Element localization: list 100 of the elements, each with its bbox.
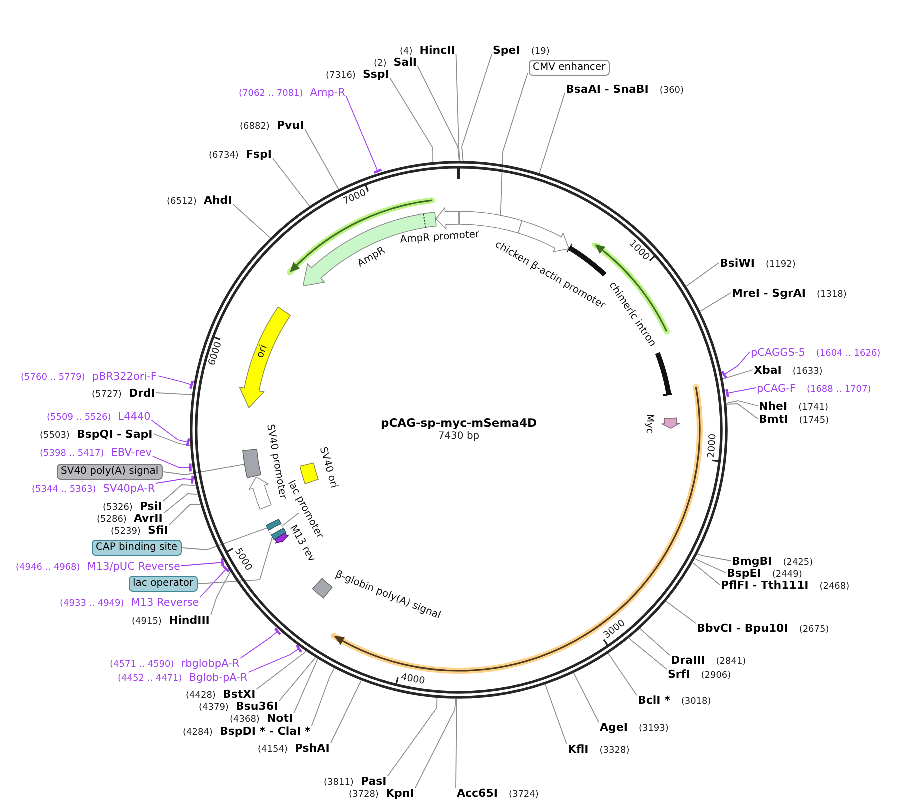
leader-line: [726, 400, 758, 406]
restriction-site-label: (4379) Bsu36I: [199, 698, 278, 714]
restriction-site-label: Acc65I (3724): [457, 786, 539, 800]
leader-line: [726, 388, 756, 399]
leader-line: [330, 680, 362, 744]
restriction-site-label: (3811) PasI: [324, 774, 387, 788]
primer-label: pCAGGS-5 (1604 .. 1626): [751, 344, 881, 360]
leader-line: [694, 558, 726, 574]
leader-line: [304, 129, 340, 190]
leader-line: [162, 484, 196, 502]
restriction-site-label: (5503) BspQI - SapI: [40, 426, 153, 442]
leader-line: [387, 698, 438, 777]
leader-line: [256, 651, 307, 690]
leader-line: [156, 392, 193, 396]
leader-line: [573, 672, 600, 723]
leader-line: [156, 474, 194, 486]
restriction-site-label: AgeI (3193): [600, 720, 669, 734]
leader-line: [418, 66, 460, 162]
leader-line: [248, 644, 303, 673]
restriction-site-label: (7316) SspI: [326, 66, 390, 82]
leader-line: [210, 572, 231, 616]
leader-line: [232, 204, 271, 239]
scale-label: 6000: [207, 341, 226, 368]
leader-line: [545, 684, 568, 745]
leader-line: [697, 554, 732, 562]
restriction-site-label: BsiWI (1192): [720, 256, 796, 270]
scale-label: 2000: [706, 433, 720, 458]
leader-line: [153, 434, 191, 446]
scale-label: 7000: [341, 188, 368, 209]
leader-line: [666, 601, 696, 624]
leader-line: [692, 562, 720, 586]
plasmid-name: pCAG-sp-myc-mSema4D: [380, 417, 538, 429]
leader-line: [686, 262, 720, 287]
feature-block: [271, 528, 287, 540]
restriction-site-label: (4915) HindIII: [132, 612, 210, 628]
primer-label: (4933 .. 4949) M13 Reverse: [60, 594, 200, 610]
leader-line: [608, 653, 638, 696]
leader-line: [158, 376, 194, 390]
feature-tag: CAP binding site: [92, 540, 182, 556]
feature-block: [268, 524, 284, 536]
leader-line: [240, 627, 282, 659]
feature-tag: SV40 poly(A) signal: [57, 464, 163, 480]
restriction-site-label: BspEI (2449): [727, 566, 802, 580]
restriction-site-label: (4154) PshAI: [258, 740, 330, 756]
restriction-site-label: BsaAI - SnaBI (360): [566, 82, 684, 96]
restriction-site-label: SrfI (2906): [668, 666, 732, 682]
restriction-site-label: (4368) NotI: [230, 710, 294, 726]
restriction-site-label: XbaI (1633): [754, 362, 823, 378]
leader-line: [278, 657, 316, 702]
restriction-site-label: BmgBI (2425): [732, 554, 814, 568]
restriction-site-label: (6882) PvuI: [240, 118, 304, 132]
leader-line: [200, 565, 231, 598]
restriction-site-label: (5727) DrdI: [92, 386, 156, 400]
primer-label: (5344 .. 5363) SV40pA-R: [32, 480, 156, 496]
restriction-site-label: (5326) PsiI: [103, 498, 162, 514]
leader-line: [539, 93, 566, 174]
restriction-site-label: SpeI (19): [493, 42, 550, 58]
primer-label: (5509 .. 5526) L4440: [47, 408, 151, 424]
restriction-site-label: (2) SalI: [374, 54, 417, 70]
leader-line: [722, 370, 754, 380]
restriction-site-label: (5286) AvrII: [97, 510, 163, 526]
restriction-site-label: DraIII (2841): [671, 652, 746, 668]
leader-line: [700, 292, 732, 312]
restriction-site-label: NheI (1741): [759, 398, 829, 414]
restriction-site-label: PflFI - Tth111I (2468): [721, 578, 850, 592]
leader-line: [152, 456, 192, 473]
leader-line: [414, 698, 456, 789]
restriction-site-label: KflI (3328): [568, 742, 630, 756]
primer-label: (7062 .. 7081) Amp-R: [239, 84, 346, 100]
leader-line: [198, 537, 273, 584]
primer-label: pCAG-F (1688 .. 1707): [757, 380, 872, 396]
leader-line: [456, 698, 458, 789]
restriction-site-label: (6512) AhdI: [167, 192, 232, 208]
restriction-site-label: BmtI (1745): [759, 412, 830, 426]
primer-label: (5760 .. 5779) pBR322ori-F: [21, 368, 157, 384]
leader-line: [311, 668, 335, 727]
leader-line: [720, 352, 750, 380]
leader-line: [294, 658, 318, 714]
primer-label: (4571 .. 4590) rbglobpA-R: [110, 656, 240, 670]
leader-line: [168, 504, 202, 526]
plasmid-length: 7430 bp: [438, 431, 480, 443]
leader-line: [500, 72, 528, 216]
feature-label: SV40 ori: [316, 446, 340, 490]
feature-block: [266, 518, 282, 531]
leader-line: [390, 78, 434, 163]
primer-label: (4946 .. 4968) M13/pUC Reverse: [16, 558, 180, 574]
leader-line: [163, 494, 198, 514]
feature-label: SV40 promoter: [264, 424, 288, 500]
restriction-site-label: BclI * (3018): [638, 692, 712, 708]
restriction-site-label: (4284) BspDI * - ClaI *: [183, 724, 311, 738]
leader-line: [272, 158, 310, 207]
restriction-site-label: BbvCI - Bpu10I (2675): [697, 620, 830, 636]
feature-tag: CMV enhancer: [529, 60, 610, 76]
feature-label: AmpR promoter: [400, 229, 480, 247]
leader-line: [640, 628, 670, 656]
leader-line: [628, 638, 668, 670]
primer-label: (5398 .. 5417) EBV-rev: [40, 444, 152, 460]
leader-line: [182, 528, 268, 550]
restriction-site-label: MreI - SgrAI (1318): [732, 286, 847, 300]
feature-label: Myc: [643, 414, 655, 434]
